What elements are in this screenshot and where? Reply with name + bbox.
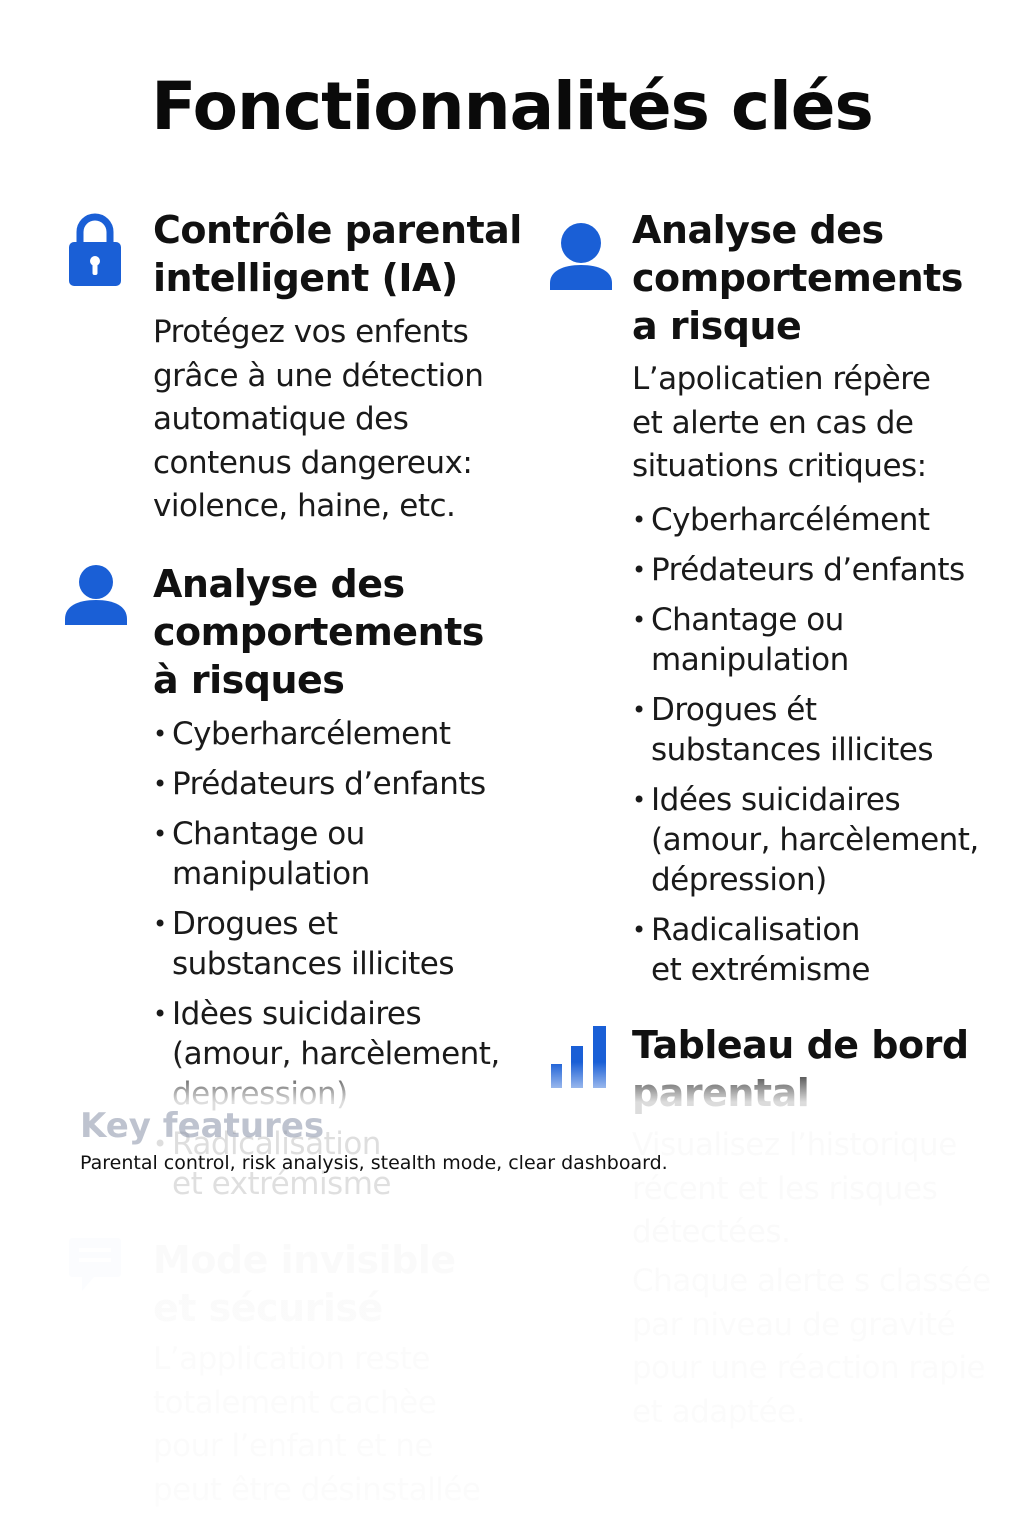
section-text-risk-analysis-right: L’apolicatien répère et alerte en cas de… bbox=[632, 361, 931, 484]
chat-icon bbox=[68, 1236, 122, 1298]
section-text-stealth-mode: L’application reste totalement cachèe po… bbox=[153, 1341, 481, 1508]
user-icon bbox=[549, 222, 613, 296]
section-text-dashboard: Visualisez l’historique récent et les ri… bbox=[632, 1127, 957, 1250]
section-title-parental-control: Contrôle parental intelligent (IA) bbox=[153, 208, 522, 300]
section-text-parental-control: Protégez vos enfents grâce à une détecti… bbox=[153, 314, 484, 524]
caption-text: Parental control, risk analysis, stealth… bbox=[80, 1152, 668, 1174]
risk-list-right: Cyberharcélément Prédateurs d’enfants Ch… bbox=[632, 500, 979, 1000]
page-title: Fonctionnalités clés bbox=[151, 68, 874, 145]
section-title-stealth-mode: Mode invisible et sécurisé bbox=[153, 1238, 456, 1330]
caption-heading: Key features bbox=[80, 1106, 325, 1146]
list-item: Idèes suicidaires(amour, harcèlement,dep… bbox=[153, 994, 500, 1114]
section-title-risk-analysis-left: Analyse des comportements à risques bbox=[153, 562, 484, 702]
list-item: Cyberharcélement bbox=[153, 714, 500, 754]
list-item: Prédateurs d’enfants bbox=[632, 550, 979, 590]
section-title-risk-analysis-right: Analyse des comportements a risque bbox=[632, 208, 963, 348]
list-item: Idées suicidaires(amour, harcèlement,dép… bbox=[632, 780, 979, 900]
section-text-dashboard-alerts: Chaque alerte s classée par niveau de gr… bbox=[632, 1263, 991, 1430]
user-icon bbox=[64, 563, 128, 631]
list-item: Cyberharcélément bbox=[632, 500, 979, 540]
lock-icon bbox=[66, 210, 124, 292]
section-title-dashboard: Tableau de bord parental bbox=[632, 1023, 969, 1115]
list-item: Prédateurs d’enfants bbox=[153, 764, 500, 804]
bar-chart-icon bbox=[549, 1024, 611, 1092]
